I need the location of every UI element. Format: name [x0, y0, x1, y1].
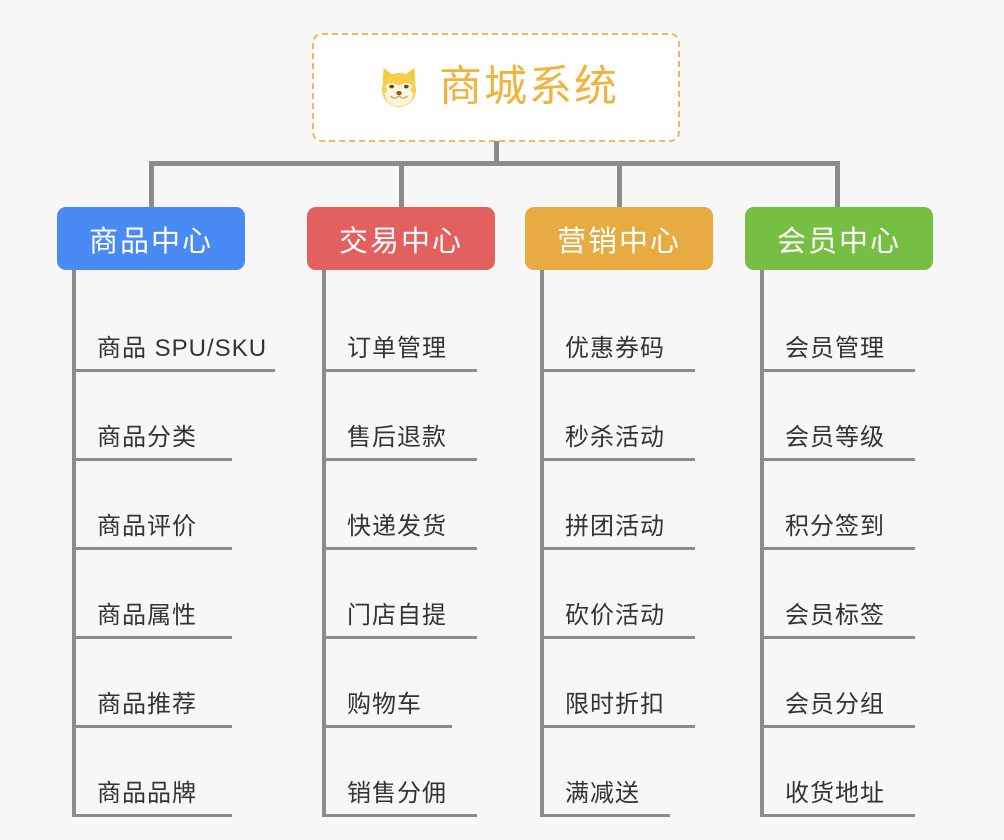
leaf-item[interactable]: 商品推荐 — [72, 639, 232, 728]
category-header-member[interactable]: 会员中心 — [745, 207, 933, 270]
leaf-list: 优惠券码 秒杀活动 拼团活动 砍价活动 限时折扣 满减送 — [525, 270, 713, 817]
category-column-trade: 交易中心 订单管理 售后退款 快递发货 门店自提 购物车 销售分佣 — [307, 207, 495, 817]
leaf-label: 商品属性 — [97, 602, 197, 629]
leaf-label: 积分签到 — [785, 513, 885, 540]
connector-drop-1 — [149, 161, 154, 207]
leaf-item[interactable]: 拼团活动 — [540, 461, 695, 550]
leaf-label: 收货地址 — [785, 780, 885, 807]
leaf-label: 门店自提 — [347, 602, 447, 629]
category-column-member: 会员中心 会员管理 会员等级 积分签到 会员标签 会员分组 收货地址 — [745, 207, 933, 817]
column-spine — [72, 270, 76, 817]
leaf-label: 优惠券码 — [565, 335, 665, 362]
connector-root-stem — [494, 141, 499, 165]
leaf-list: 订单管理 售后退款 快递发货 门店自提 购物车 销售分佣 — [307, 270, 495, 817]
connector-drop-4 — [835, 161, 840, 207]
leaf-item[interactable]: 会员分组 — [760, 639, 915, 728]
leaf-label: 会员标签 — [785, 602, 885, 629]
category-column-product: 商品中心 商品 SPU/SKU 商品分类 商品评价 商品属性 商品推荐 商品品牌 — [57, 207, 275, 817]
leaf-label: 商品分类 — [97, 424, 197, 451]
leaf-label: 商品 SPU/SKU — [97, 335, 268, 362]
leaf-item[interactable]: 快递发货 — [322, 461, 477, 550]
leaf-list: 会员管理 会员等级 积分签到 会员标签 会员分组 收货地址 — [745, 270, 933, 817]
category-column-marketing: 营销中心 优惠券码 秒杀活动 拼团活动 砍价活动 限时折扣 满减送 — [525, 207, 713, 817]
column-spine — [760, 270, 764, 817]
leaf-label: 会员管理 — [785, 335, 885, 362]
category-header-trade[interactable]: 交易中心 — [307, 207, 495, 270]
category-header-label: 交易中心 — [338, 225, 463, 258]
leaf-item[interactable]: 收货地址 — [760, 728, 915, 817]
leaf-item[interactable]: 商品品牌 — [72, 728, 232, 817]
leaf-label: 购物车 — [347, 691, 422, 718]
leaf-item[interactable]: 销售分佣 — [322, 728, 477, 817]
connector-drop-3 — [617, 161, 622, 207]
leaf-label: 拼团活动 — [565, 513, 665, 540]
leaf-label: 秒杀活动 — [565, 424, 665, 451]
leaf-item[interactable]: 满减送 — [540, 728, 670, 817]
leaf-item[interactable]: 秒杀活动 — [540, 372, 695, 461]
leaf-label: 订单管理 — [347, 335, 447, 362]
connector-drop-2 — [399, 161, 404, 207]
leaf-item[interactable]: 门店自提 — [322, 550, 477, 639]
leaf-item[interactable]: 售后退款 — [322, 372, 477, 461]
leaf-item[interactable]: 会员等级 — [760, 372, 915, 461]
category-header-product[interactable]: 商品中心 — [57, 207, 245, 270]
connector-horizontal-bus — [149, 161, 839, 166]
leaf-item[interactable]: 订单管理 — [322, 283, 477, 372]
leaf-item[interactable]: 优惠券码 — [540, 283, 695, 372]
leaf-label: 砍价活动 — [565, 602, 665, 629]
leaf-item[interactable]: 购物车 — [322, 639, 452, 728]
leaf-label: 商品推荐 — [97, 691, 197, 718]
leaf-item[interactable]: 会员标签 — [760, 550, 915, 639]
shiba-dog-face-icon — [373, 63, 425, 115]
root-node[interactable]: 商城系统 — [312, 33, 680, 142]
leaf-list: 商品 SPU/SKU 商品分类 商品评价 商品属性 商品推荐 商品品牌 — [57, 270, 275, 817]
leaf-label: 会员等级 — [785, 424, 885, 451]
leaf-label: 商品品牌 — [97, 780, 197, 807]
leaf-label: 满减送 — [565, 780, 640, 807]
leaf-item[interactable]: 会员管理 — [760, 283, 915, 372]
root-title: 商城系统 — [439, 63, 619, 111]
leaf-label: 会员分组 — [785, 691, 885, 718]
column-spine — [540, 270, 544, 817]
leaf-item[interactable]: 砍价活动 — [540, 550, 695, 639]
leaf-item[interactable]: 商品属性 — [72, 550, 232, 639]
leaf-label: 限时折扣 — [565, 691, 665, 718]
leaf-label: 销售分佣 — [347, 780, 447, 807]
leaf-item[interactable]: 积分签到 — [760, 461, 915, 550]
leaf-item[interactable]: 商品 SPU/SKU — [72, 283, 275, 372]
category-header-label: 商品中心 — [88, 225, 213, 258]
leaf-item[interactable]: 限时折扣 — [540, 639, 695, 728]
category-header-label: 营销中心 — [556, 225, 681, 258]
category-header-label: 会员中心 — [776, 225, 901, 258]
column-spine — [322, 270, 326, 817]
leaf-label: 商品评价 — [97, 513, 197, 540]
leaf-item[interactable]: 商品评价 — [72, 461, 232, 550]
leaf-label: 快递发货 — [347, 513, 447, 540]
leaf-label: 售后退款 — [347, 424, 447, 451]
category-header-marketing[interactable]: 营销中心 — [525, 207, 713, 270]
leaf-item[interactable]: 商品分类 — [72, 372, 232, 461]
